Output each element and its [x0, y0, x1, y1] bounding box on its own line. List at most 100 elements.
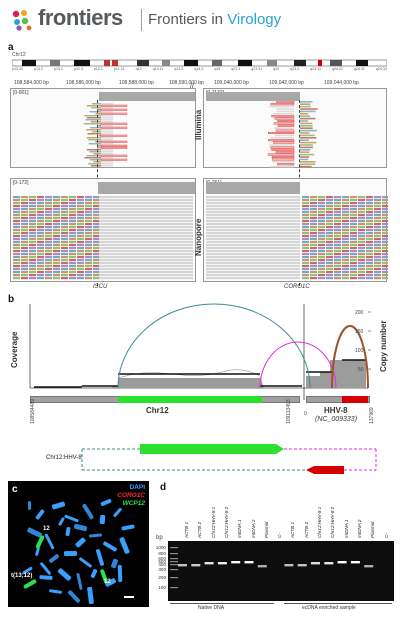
nanopore-read [99, 271, 193, 274]
softclip-segment [350, 229, 357, 232]
clipped-read [85, 119, 107, 121]
softclip-segment [366, 277, 373, 280]
softclip-segment [358, 220, 365, 223]
nanopore-read [99, 214, 193, 217]
clipped-read [300, 113, 309, 115]
softclip-segment [13, 247, 20, 250]
softclip-segment [93, 223, 100, 226]
softclip-segment [69, 214, 76, 217]
softclip-segment [93, 238, 100, 241]
hhv8-amplified-region [342, 396, 368, 403]
softclip-segment [77, 259, 84, 262]
softclip-segment [77, 214, 84, 217]
softclip-segment [61, 244, 68, 247]
lane-label: Chr12:HHV-8 2 [330, 506, 336, 538]
softclip-segment [61, 265, 68, 268]
softclip-segment [310, 271, 317, 274]
softclip-segment [350, 238, 357, 241]
nanopore-read [99, 196, 193, 199]
pcr-band [244, 561, 254, 564]
softclip-segment [358, 253, 365, 256]
clipped-read [300, 139, 309, 141]
softclip-segment [310, 202, 317, 205]
softclip-segment [69, 241, 76, 244]
band-label: q12 [135, 67, 142, 71]
lane-label: mtDNA 2 [250, 519, 256, 538]
nanopore-left-reads [13, 196, 193, 280]
nanopore-read [99, 205, 193, 208]
softclip-segment [358, 241, 365, 244]
aligned-read [267, 153, 295, 156]
softclip-segment [37, 250, 44, 253]
softclip-segment [29, 256, 36, 259]
agarose-gel [168, 541, 394, 601]
chromosome [99, 514, 106, 525]
softclip-segment [13, 208, 20, 211]
softclip-segment [382, 235, 388, 238]
softclip-segment [318, 238, 325, 241]
softclip-segment [326, 247, 333, 250]
softclip-segment [366, 259, 373, 262]
band-label: q21.1 [231, 67, 241, 71]
softclip-segment [334, 241, 341, 244]
softclip-segment [77, 238, 84, 241]
softclip-segment [310, 277, 317, 280]
softclip-segment [53, 235, 60, 238]
softclip-segment [350, 217, 357, 220]
panel-d-label: d [160, 482, 167, 493]
softclip-segment [310, 238, 317, 241]
softclip-segment [358, 271, 365, 274]
softclip-segment [13, 211, 20, 214]
softclip-segment [318, 256, 325, 259]
softclip-segment [69, 277, 76, 280]
softclip-segment [69, 250, 76, 253]
softclip-segment [302, 229, 309, 232]
softclip-segment [358, 199, 365, 202]
softclip-segment [342, 211, 349, 214]
softclip-segment [342, 232, 349, 235]
softclip-segment [77, 199, 84, 202]
softclip-segment [326, 220, 333, 223]
aligned-read [100, 112, 128, 115]
lane-label: C- [383, 533, 389, 538]
softclip-segment [29, 253, 36, 256]
softclip-segment [326, 208, 333, 211]
softclip-segment [29, 277, 36, 280]
illumina-left-track: [0-801] [10, 88, 196, 168]
aligned-read [100, 158, 128, 161]
softclip-segment [310, 274, 317, 277]
softclip-segment [334, 217, 341, 220]
softclip-segment [61, 211, 68, 214]
softclip-segment [93, 202, 100, 205]
panel-a-label: a [8, 42, 14, 53]
softclip-segment [358, 205, 365, 208]
aligned-read [100, 126, 128, 129]
softclip-segment [382, 223, 388, 226]
softclip-segment [358, 196, 365, 199]
softclip-segment [85, 265, 92, 268]
softclip-segment [45, 241, 52, 244]
softclip-segment [350, 265, 357, 268]
group-bracket-left [170, 603, 274, 604]
chromosome [104, 578, 117, 587]
chrom-12-label: 12 [43, 526, 50, 532]
softclip-segment [13, 262, 20, 265]
softclip-segment [53, 199, 60, 202]
softclip-segment [45, 247, 52, 250]
softclip-segment [77, 253, 84, 256]
softclip-segment [37, 223, 44, 226]
softclip-segment [61, 214, 68, 217]
softclip-segment [61, 217, 68, 220]
softclip-segment [366, 235, 373, 238]
softclip-segment [21, 271, 28, 274]
softclip-segment [366, 250, 373, 253]
softclip-segment [382, 202, 388, 205]
softclip-segment [326, 229, 333, 232]
softclip-segment [334, 271, 341, 274]
softclip-segment [29, 259, 36, 262]
softclip-segment [302, 226, 309, 229]
coverage-plot [29, 303, 371, 400]
softclip-segment [350, 208, 357, 211]
softclip-segment [358, 262, 365, 265]
coord-label: 137969 [369, 407, 375, 424]
